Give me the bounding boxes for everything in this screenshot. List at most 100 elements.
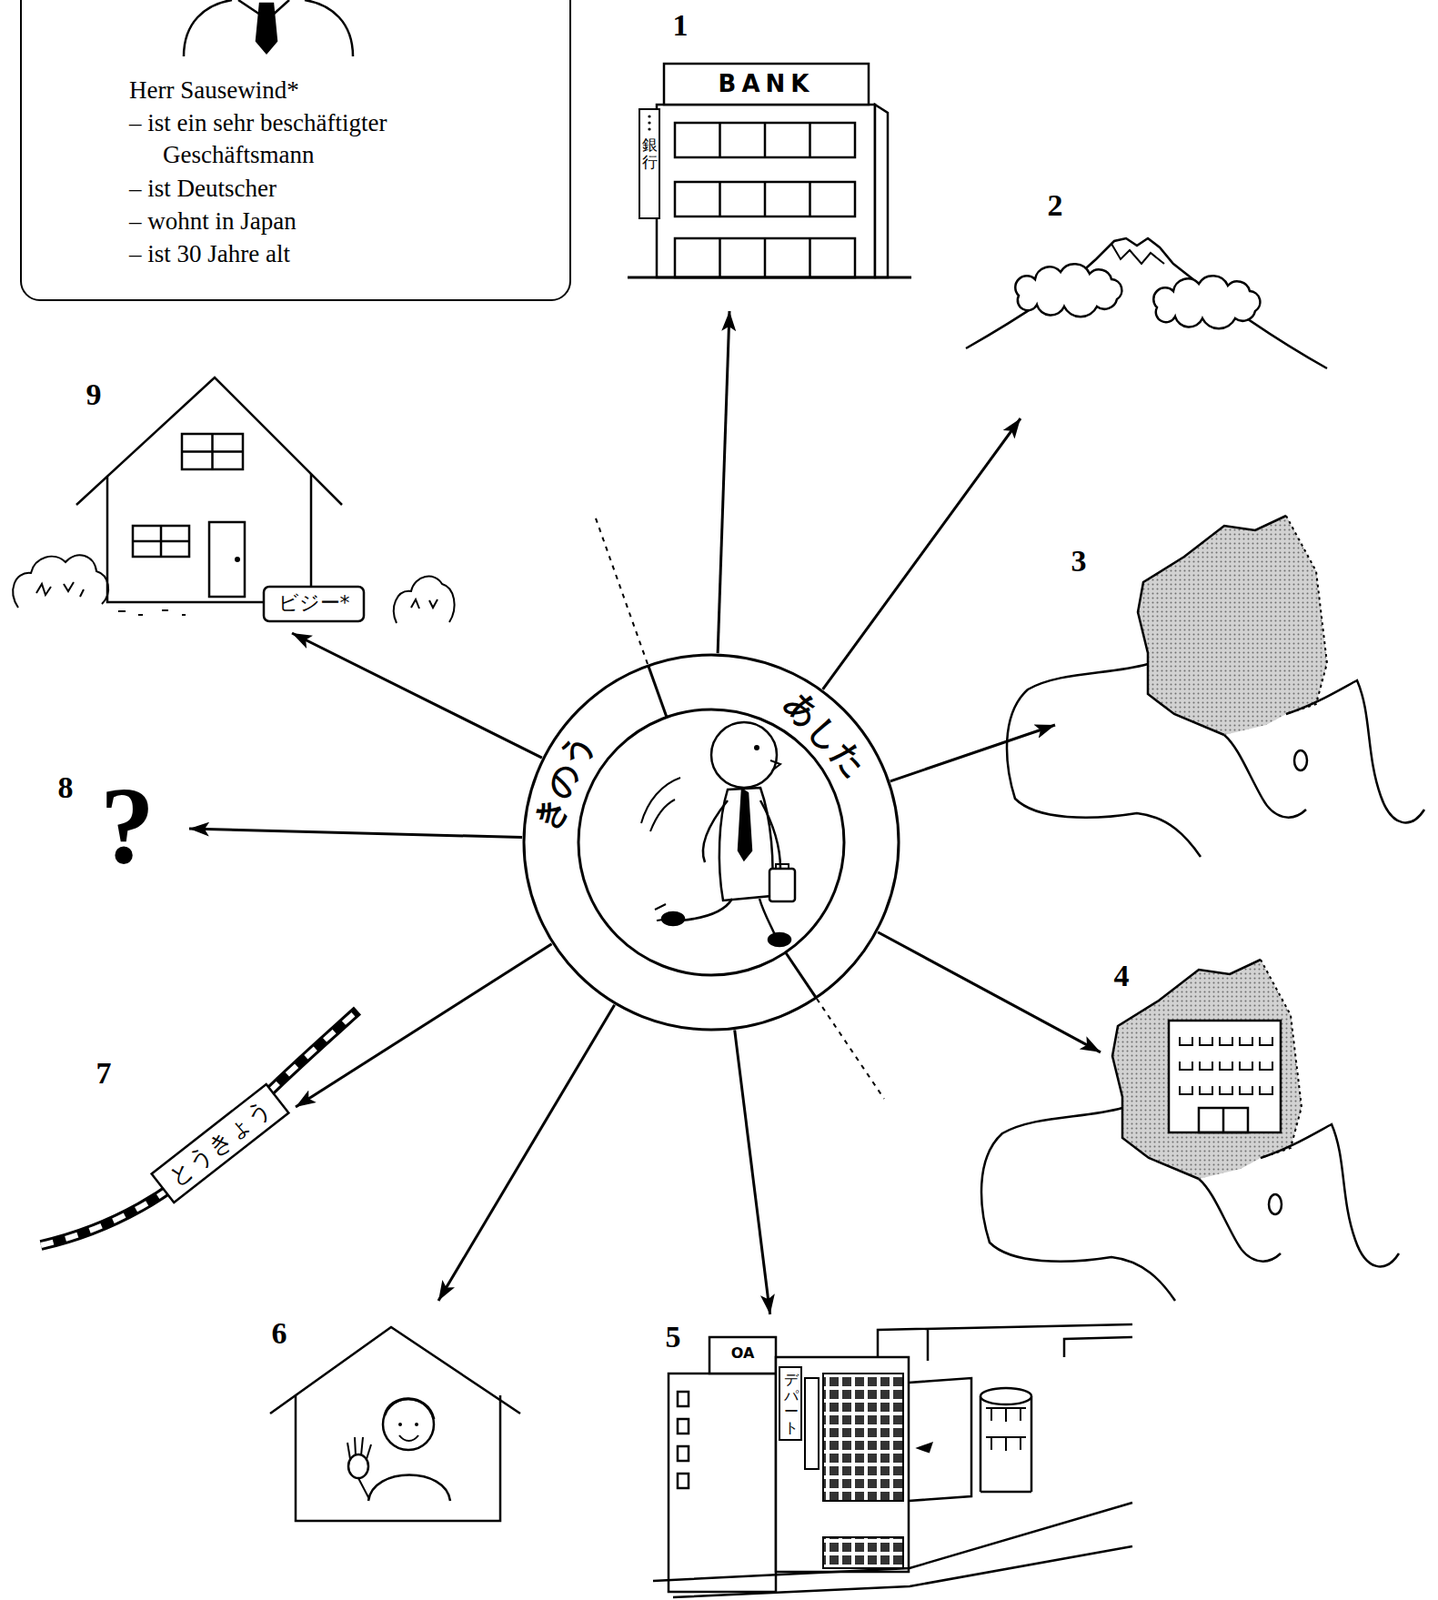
text-slot: ? bbox=[95, 771, 160, 881]
callout-number: 8 bbox=[52, 769, 79, 805]
region-map bbox=[1137, 515, 1328, 735]
running-businessman bbox=[770, 760, 781, 771]
running-businessman bbox=[703, 800, 728, 863]
region-map bbox=[981, 959, 1399, 1301]
person-fact: – ist Deutscher bbox=[129, 172, 530, 205]
station-sign: とうきょう bbox=[157, 1090, 282, 1197]
time-ring bbox=[522, 653, 901, 1032]
department-store bbox=[804, 1377, 819, 1469]
divider-line bbox=[594, 515, 648, 664]
divider-line bbox=[816, 998, 885, 1099]
time-ring bbox=[523, 654, 899, 1030]
railway-line bbox=[40, 1010, 358, 1246]
house bbox=[132, 525, 190, 557]
office-building bbox=[1168, 1020, 1281, 1133]
department-store bbox=[653, 1324, 1133, 1598]
railway-line bbox=[40, 1010, 358, 1246]
callout-number: 4 bbox=[1108, 957, 1135, 994]
house bbox=[36, 582, 84, 597]
map-picture: 4 bbox=[1100, 950, 1415, 1315]
name-plate: ビジー* bbox=[265, 591, 363, 615]
mountain bbox=[1153, 275, 1260, 329]
running-businessman bbox=[768, 933, 791, 946]
text-slot: 9 bbox=[80, 376, 107, 413]
running-businessman bbox=[738, 789, 752, 860]
running-businessman bbox=[754, 744, 760, 751]
running-businessman bbox=[641, 722, 795, 946]
text-slot: 1 bbox=[667, 7, 694, 43]
mountain bbox=[1111, 243, 1165, 264]
running-businessman bbox=[760, 800, 781, 869]
sign-text: デパート bbox=[784, 1371, 799, 1436]
time-ring bbox=[523, 654, 899, 1030]
house bbox=[107, 473, 312, 603]
department-store bbox=[877, 1324, 1133, 1361]
region-map bbox=[1137, 515, 1287, 735]
arrow-connector bbox=[438, 1005, 615, 1301]
bank-building bbox=[874, 104, 888, 278]
region-map bbox=[1286, 515, 1328, 714]
bank-building bbox=[720, 122, 811, 278]
department-store bbox=[823, 1537, 904, 1569]
text-slot: OA bbox=[711, 1344, 775, 1362]
department-store bbox=[677, 1446, 689, 1461]
bank-building bbox=[647, 127, 651, 131]
house bbox=[181, 433, 243, 470]
mountain bbox=[965, 238, 1328, 369]
text-slot: 4 bbox=[1108, 957, 1135, 994]
house-with-person bbox=[295, 1395, 501, 1521]
running-businessman bbox=[654, 904, 670, 921]
arrow-connector bbox=[890, 724, 1056, 782]
department-store bbox=[709, 1337, 776, 1374]
text-slot: 8 bbox=[52, 769, 79, 805]
running-businessman bbox=[641, 777, 681, 832]
region-map bbox=[1286, 680, 1425, 823]
house-picture: 6 bbox=[259, 1300, 528, 1529]
text-slot: 銀行 bbox=[640, 136, 659, 171]
running-businessman bbox=[769, 868, 795, 902]
house-with-person bbox=[270, 1327, 521, 1521]
bank-building bbox=[647, 120, 651, 124]
running-businessman bbox=[775, 864, 789, 869]
person-name: Herr Sausewind* bbox=[129, 74, 530, 107]
bank-building bbox=[627, 63, 912, 278]
text-slot: デパート bbox=[781, 1371, 801, 1436]
text-slot: – ist Deutscher bbox=[129, 172, 530, 205]
bank-building bbox=[627, 276, 912, 280]
house bbox=[76, 377, 342, 505]
callout-number: 1 bbox=[667, 7, 694, 43]
office-building bbox=[1179, 1036, 1273, 1095]
time-ring bbox=[785, 952, 817, 998]
house bbox=[234, 556, 241, 563]
person-fact: – wohnt in Japan bbox=[129, 205, 530, 238]
sign-text: 銀行 bbox=[642, 136, 658, 171]
text-slot: BANK bbox=[663, 70, 869, 99]
house-with-person bbox=[368, 1475, 451, 1502]
department-store bbox=[653, 1502, 1133, 1581]
house bbox=[12, 377, 454, 624]
arrow-connector bbox=[295, 944, 553, 1107]
bank-building bbox=[639, 109, 660, 219]
question-mark: ? bbox=[95, 771, 160, 881]
house bbox=[118, 610, 186, 615]
callout-number: 5 bbox=[660, 1318, 686, 1355]
callout-number: 9 bbox=[80, 376, 107, 413]
sign-text: OA bbox=[711, 1344, 775, 1362]
department-store bbox=[677, 1473, 689, 1489]
text-slot: Herr Sausewind* bbox=[129, 74, 530, 107]
region-map bbox=[1224, 734, 1307, 818]
text-slot: とうきょう bbox=[157, 1090, 282, 1197]
department-store bbox=[823, 1373, 904, 1501]
running-businessman bbox=[719, 787, 774, 901]
bank-building bbox=[656, 104, 875, 278]
arrow-connector bbox=[823, 418, 1021, 690]
house-with-person bbox=[382, 1398, 434, 1450]
text-slot: – ist 30 Jahre alt bbox=[129, 238, 530, 271]
station-picture: 7とうきょう bbox=[36, 1009, 296, 1256]
text-slot: – wohnt in Japan bbox=[129, 205, 530, 238]
house bbox=[263, 586, 364, 622]
text-slot: – ist ein sehr beschäftigter Geschäftsma… bbox=[129, 107, 530, 171]
bank-building bbox=[663, 63, 869, 105]
person-figure bbox=[256, 3, 277, 53]
text-slot: 3 bbox=[1065, 543, 1092, 579]
